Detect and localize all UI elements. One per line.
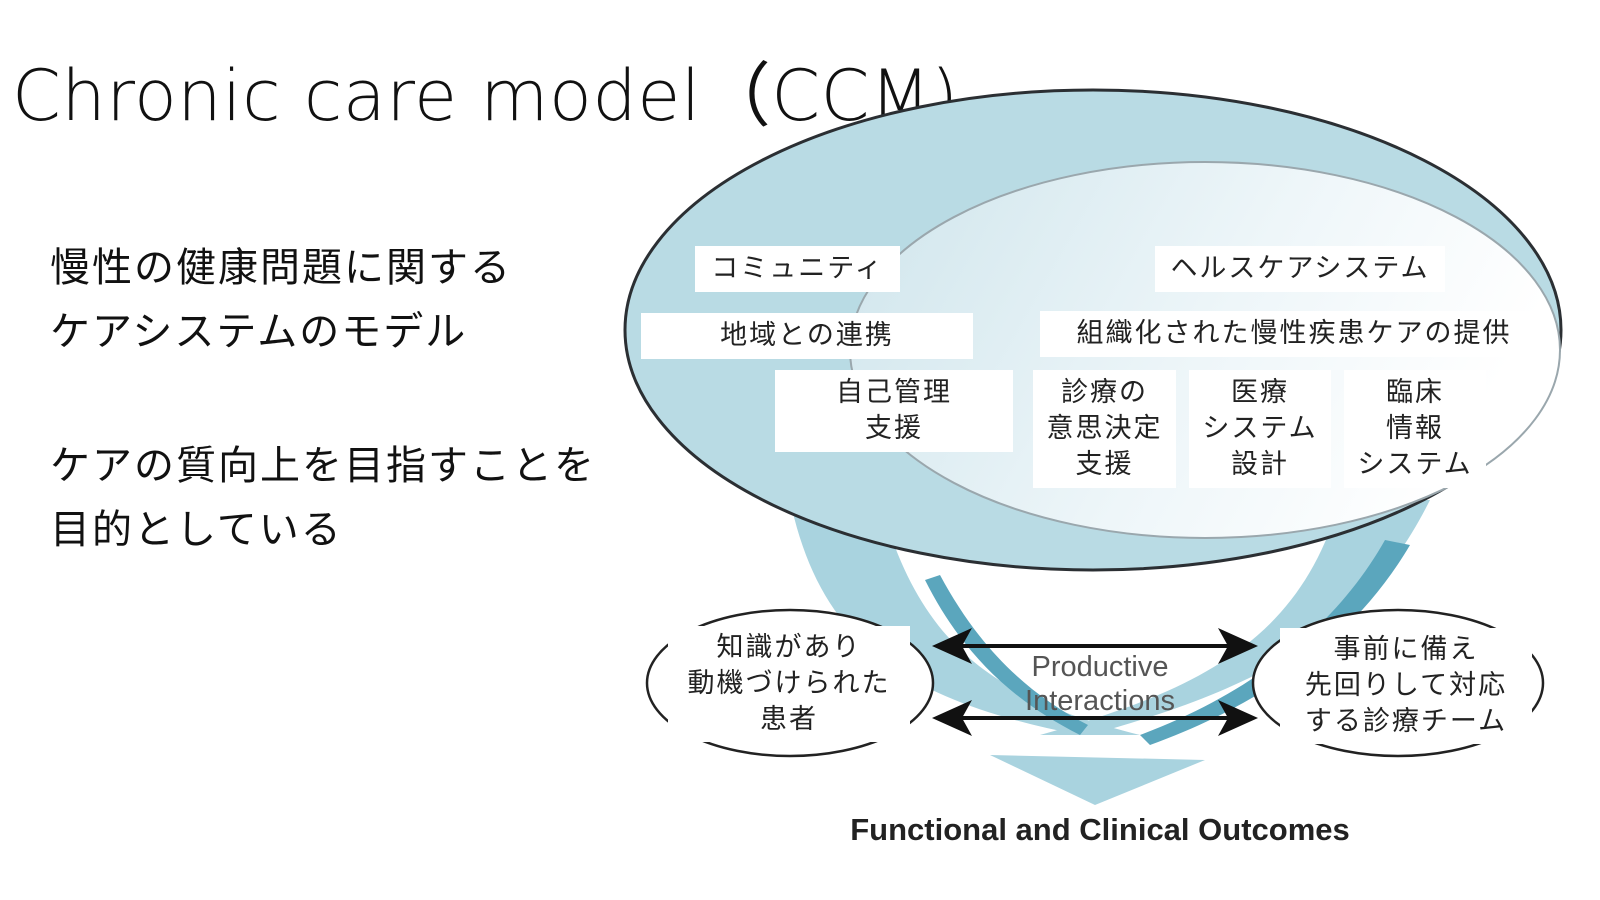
clinical-info-box: 臨床 情報 システム <box>1344 370 1486 488</box>
right-flow-dark-edge <box>1140 540 1410 745</box>
patient-label: 知識があり 動機づけられた 患者 <box>668 626 910 742</box>
delivery-design-box: 医療 システム 設計 <box>1189 370 1331 488</box>
description-block-2: ケアの質向上を目指すことを 目的としている <box>50 434 596 562</box>
decision-support-box: 診療の 意思決定 支援 <box>1033 370 1176 488</box>
health-system-label: ヘルスケアシステム <box>1155 246 1445 292</box>
outcome-arrowhead <box>990 755 1205 805</box>
description-line: 慢性の健康問題に関する <box>50 245 512 291</box>
page-title: Chronic care model（CCM) <box>12 55 959 137</box>
description-block-1: 慢性の健康問題に関する ケアシステムのモデル <box>50 236 512 364</box>
team-label: 事前に備え 先回りして対応 する診療チーム <box>1280 628 1532 744</box>
self-management-box: 自己管理 支援 <box>775 370 1013 452</box>
organization-of-care-box: 組織化された慢性疾患ケアの提供 <box>1040 311 1548 357</box>
right-flow-arrow <box>1040 500 1430 735</box>
description-line: ケアシステムのモデル <box>50 309 468 355</box>
interaction-arrow-bottom <box>932 700 1258 736</box>
description-line: 目的としている <box>50 507 343 553</box>
interaction-arrow-top <box>932 628 1258 664</box>
productive-interactions-label: Productive Interactions <box>1025 651 1175 717</box>
outcomes-label: Functional and Clinical Outcomes <box>850 812 1350 847</box>
left-flow-arrow <box>790 500 1140 735</box>
community-label: コミュニティ <box>695 246 900 292</box>
community-linkage-box: 地域との連携 <box>641 313 973 359</box>
description-line: ケアの質向上を目指すことを <box>50 443 596 489</box>
